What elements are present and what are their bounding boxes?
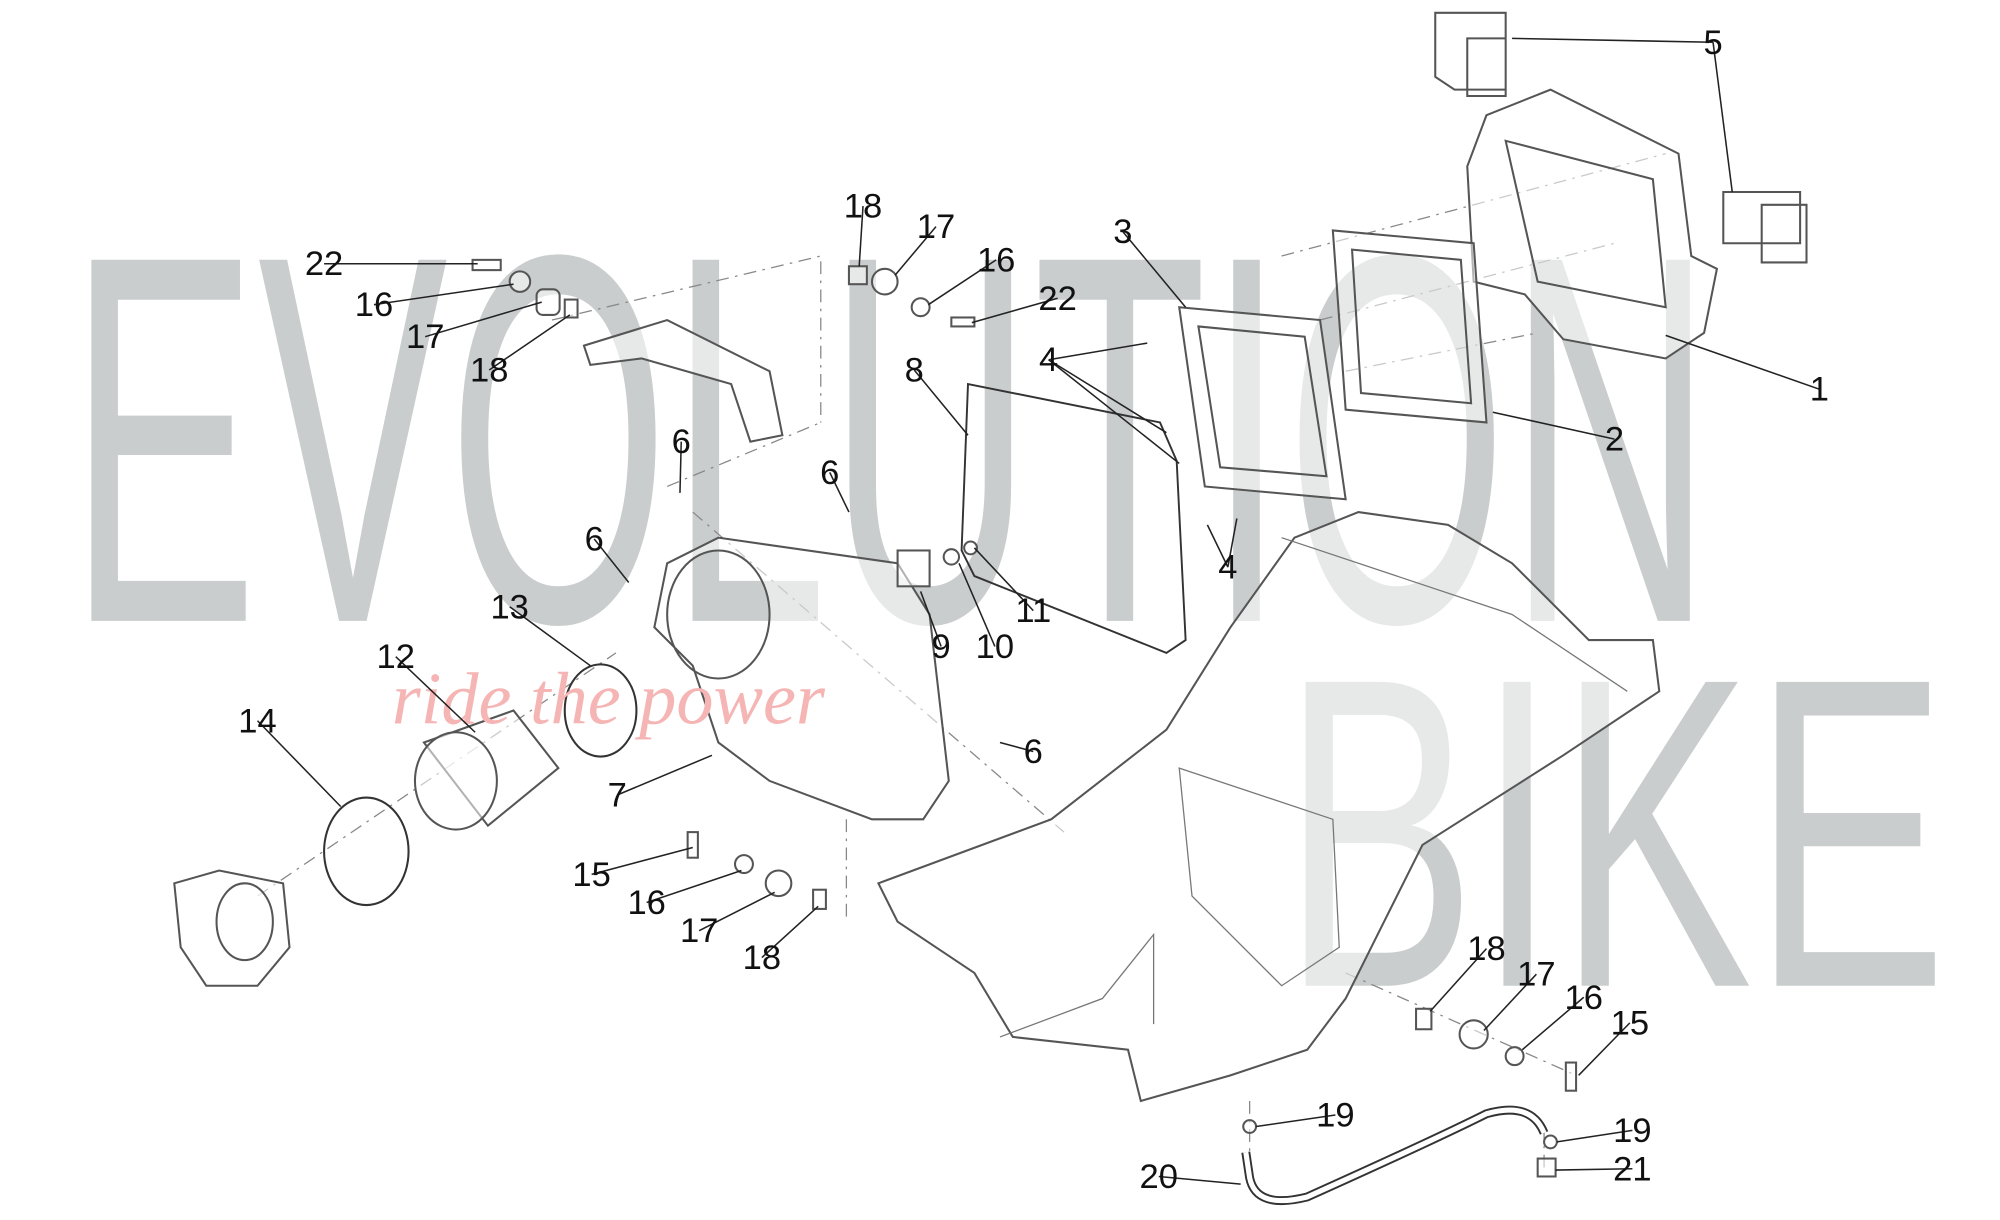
leader-line bbox=[1048, 359, 1180, 465]
leader-line bbox=[1712, 42, 1734, 193]
callout-label-18: 18 bbox=[470, 351, 508, 389]
leader-line bbox=[698, 891, 776, 932]
callout-label-6: 6 bbox=[1024, 733, 1043, 771]
callout-label-22: 22 bbox=[305, 245, 343, 283]
leader-line bbox=[1227, 518, 1238, 568]
callout-label-16: 16 bbox=[1565, 979, 1603, 1017]
leader-line bbox=[829, 472, 850, 513]
leader-line bbox=[395, 656, 476, 733]
callout-label-17: 17 bbox=[406, 318, 444, 356]
fasteners bbox=[471, 258, 1578, 1178]
leader-line bbox=[646, 869, 742, 904]
leader-line bbox=[1521, 996, 1585, 1051]
callout-label-6: 6 bbox=[820, 454, 839, 492]
underseat-compartment bbox=[876, 511, 1661, 1103]
leader-line bbox=[1492, 411, 1615, 440]
leader-line bbox=[616, 754, 713, 796]
leader-line bbox=[927, 259, 997, 306]
leader-line bbox=[1555, 1168, 1633, 1171]
callout-label-20: 20 bbox=[1140, 1158, 1178, 1196]
callout-label-19: 19 bbox=[1316, 1097, 1354, 1135]
leader-line bbox=[973, 547, 1034, 612]
callout-label-3: 3 bbox=[1113, 213, 1132, 251]
leader-line bbox=[256, 720, 342, 808]
callout-label-18: 18 bbox=[1467, 930, 1505, 968]
callout-label-9: 9 bbox=[932, 628, 951, 666]
leader-line bbox=[1512, 37, 1714, 44]
callout-label-17: 17 bbox=[680, 912, 718, 950]
leader-line bbox=[1483, 973, 1537, 1032]
callout-label-14: 14 bbox=[238, 702, 276, 740]
callout-label-19: 19 bbox=[1613, 1112, 1651, 1150]
leader-line bbox=[999, 741, 1034, 753]
callout-label-10: 10 bbox=[976, 628, 1014, 666]
leader-line bbox=[958, 562, 996, 647]
callout-label-7: 7 bbox=[608, 777, 627, 815]
callout-label-22: 22 bbox=[1038, 280, 1076, 318]
part-7-airbox bbox=[653, 536, 950, 821]
callout-label-11: 11 bbox=[1015, 592, 1051, 630]
callout-label-4: 4 bbox=[1039, 341, 1058, 379]
leader-line bbox=[1048, 359, 1167, 434]
watermark-tagline: ride the power bbox=[392, 658, 826, 740]
leader-line bbox=[593, 538, 630, 583]
part-5-boot-right bbox=[1722, 191, 1808, 264]
callout-label-6: 6 bbox=[672, 423, 691, 461]
callout-label-15: 15 bbox=[1611, 1004, 1649, 1042]
leader-line bbox=[858, 206, 864, 267]
callout-label-17: 17 bbox=[1517, 956, 1555, 994]
callout-label-17: 17 bbox=[917, 208, 955, 246]
leader-line bbox=[1255, 1114, 1336, 1128]
leader-lines bbox=[256, 37, 1820, 1185]
leader-line bbox=[894, 226, 937, 276]
leader-line bbox=[509, 606, 591, 667]
callout-label-18: 18 bbox=[743, 939, 781, 977]
leader-line bbox=[1578, 1022, 1631, 1076]
leader-line bbox=[761, 905, 819, 959]
parts-drawing bbox=[173, 11, 1808, 1205]
callout-label-18: 18 bbox=[844, 188, 882, 226]
leader-line bbox=[424, 301, 542, 338]
leader-line bbox=[913, 369, 969, 436]
leader-line bbox=[971, 297, 1058, 324]
leader-line bbox=[591, 846, 693, 876]
callout-label-16: 16 bbox=[355, 286, 393, 324]
part-14-clamp bbox=[323, 796, 410, 907]
callout-label-1: 1 bbox=[1810, 371, 1829, 409]
callout-label-6: 6 bbox=[585, 520, 604, 558]
leader-line bbox=[1556, 1129, 1633, 1143]
part-13-clamp bbox=[563, 663, 638, 758]
callout-label-8: 8 bbox=[905, 351, 924, 389]
callout-label-5: 5 bbox=[1703, 24, 1722, 62]
callout-label-16: 16 bbox=[627, 884, 665, 922]
callout-label-13: 13 bbox=[490, 588, 528, 626]
leader-line bbox=[1122, 231, 1187, 308]
callout-label-15: 15 bbox=[572, 856, 610, 894]
leader-line bbox=[1429, 948, 1488, 1012]
leader-line bbox=[679, 441, 683, 493]
callout-label-2: 2 bbox=[1605, 421, 1624, 459]
callout-label-21: 21 bbox=[1613, 1150, 1651, 1188]
part-5-boot-top bbox=[1434, 11, 1507, 98]
bracket bbox=[582, 318, 784, 443]
callout-label-4: 4 bbox=[1218, 549, 1237, 587]
leader-line bbox=[1665, 334, 1820, 390]
leader-line bbox=[919, 591, 942, 647]
leader-line bbox=[1158, 1175, 1241, 1185]
part-8-gasket bbox=[960, 382, 1187, 654]
callout-label-16: 16 bbox=[977, 241, 1015, 279]
leader-line bbox=[1048, 342, 1148, 361]
leader-line bbox=[488, 314, 571, 371]
part-3-frame bbox=[1178, 306, 1347, 501]
callout-label-12: 12 bbox=[377, 638, 415, 676]
part-2-filter bbox=[1331, 229, 1488, 424]
leader-line bbox=[373, 283, 514, 306]
leader-line bbox=[1206, 524, 1229, 568]
